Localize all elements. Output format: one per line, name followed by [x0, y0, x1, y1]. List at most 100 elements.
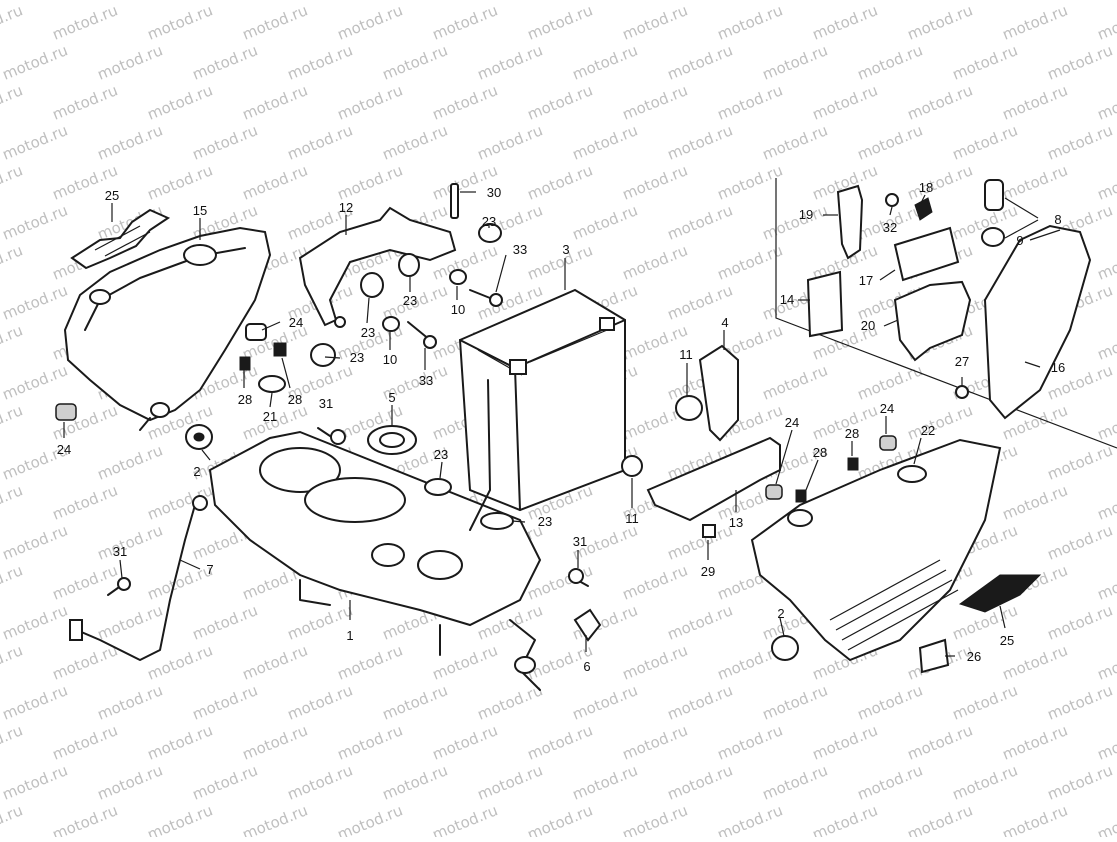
watermark-text: motod.ru — [95, 761, 166, 803]
callout-7: 7 — [206, 562, 213, 577]
part-12-battery-bracket — [298, 206, 457, 327]
callout-1: 1 — [346, 628, 353, 643]
watermark-text: motod.ru — [380, 121, 451, 163]
watermark-text: motod.ru — [475, 761, 546, 803]
callout-26: 26 — [967, 649, 981, 664]
callout-21: 21 — [263, 409, 277, 424]
watermark-text: motod.ru — [855, 121, 926, 163]
callout-18: 18 — [919, 180, 933, 195]
callout-24: 24 — [880, 401, 894, 416]
part-11-washer-a — [675, 395, 703, 421]
watermark-text: motod.ru — [810, 721, 881, 763]
watermark-text: motod.ru — [620, 81, 691, 123]
watermark-text: motod.ru — [95, 521, 166, 563]
watermark-text: motod.ru — [1045, 681, 1116, 723]
watermark-text: motod.ru — [760, 361, 831, 403]
watermark-text: motod.ru — [475, 681, 546, 723]
watermark-text: motod.ru — [1045, 121, 1116, 163]
watermark-text: motod.ru — [760, 201, 831, 243]
watermark-text: motod.ru — [715, 81, 786, 123]
watermark-text: motod.ru — [905, 1, 976, 43]
watermark-text: motod.ru — [1045, 521, 1116, 563]
watermark-text: motod.ru — [0, 401, 25, 443]
callout-28: 28 — [288, 392, 302, 407]
watermark-text: motod.ru — [335, 1, 406, 43]
watermark-text: motod.ru — [525, 721, 596, 763]
callout-25: 25 — [105, 188, 119, 203]
watermark-text: motod.ru — [620, 801, 691, 837]
callout-31: 31 — [319, 396, 333, 411]
watermark-text: motod.ru — [145, 561, 216, 603]
callout-17: 17 — [859, 273, 873, 288]
watermark-text: motod.ru — [0, 281, 70, 323]
watermark-text: motod.ru — [285, 601, 356, 643]
callout-19: 19 — [799, 207, 813, 222]
watermark-text: motod.ru — [1045, 41, 1116, 83]
callout-31: 31 — [113, 544, 127, 559]
part-28-clip-b — [273, 342, 287, 357]
part-16-panel-edge — [1029, 229, 1061, 241]
watermark-text: motod.ru — [620, 721, 691, 763]
watermark-text: motod.ru — [665, 201, 736, 243]
part-23-cushions — [310, 223, 514, 530]
watermark-text: motod.ru — [1000, 1, 1071, 43]
watermark-text: motod.ru — [1045, 441, 1116, 483]
part-27-screw — [955, 385, 969, 399]
watermark-text: motod.ru — [665, 681, 736, 723]
callout-9: 9 — [1016, 233, 1023, 248]
watermark-text: motod.ru — [1095, 241, 1117, 283]
watermark-text: motod.ru — [145, 641, 216, 683]
watermark-text: motod.ru — [95, 441, 166, 483]
watermark-text: motod.ru — [1095, 801, 1117, 837]
watermark-text: motod.ru — [50, 801, 121, 837]
part-13-stay — [646, 436, 781, 522]
watermark-text: motod.ru — [285, 761, 356, 803]
watermark-text: motod.ru — [950, 41, 1021, 83]
part-22-right-side-cover — [750, 438, 1002, 662]
watermark-text: motod.ru — [1095, 401, 1117, 443]
watermark-text: motod.ru — [190, 121, 261, 163]
callout-28: 28 — [238, 392, 252, 407]
callout-labels: 1 2 2 3 4 5 6 7 8 9 10 10 11 11 12 13 14… — [57, 180, 1065, 674]
watermark-text: motod.ru — [1000, 481, 1071, 523]
watermark-text: motod.ru — [570, 761, 641, 803]
callout-12: 12 — [339, 200, 353, 215]
part-1-tray-hole-c — [417, 550, 463, 580]
part-25-plate — [70, 208, 171, 270]
part-24-rubber-right-b — [879, 435, 897, 451]
watermark-text: motod.ru — [665, 41, 736, 83]
callout-23: 23 — [403, 293, 417, 308]
watermark-text: motod.ru — [285, 41, 356, 83]
part-18-clip — [914, 197, 933, 221]
watermark-text: motod.ru — [335, 721, 406, 763]
watermark-text: motod.ru — [190, 41, 261, 83]
watermark-text: motod.ru — [0, 161, 25, 203]
watermark-text: motod.ru — [855, 361, 926, 403]
watermark-text: motod.ru — [0, 241, 25, 283]
callout-10: 10 — [451, 302, 465, 317]
callout-23: 23 — [350, 350, 364, 365]
part-2-grommet-right — [771, 635, 799, 661]
part-17-fuse-box — [893, 226, 960, 282]
watermark-text: motod.ru — [1000, 801, 1071, 837]
watermark-text: motod.ru — [95, 121, 166, 163]
watermark-text: motod.ru — [525, 161, 596, 203]
part-24-rubber-left — [55, 323, 267, 421]
watermark-text: motod.ru — [0, 641, 25, 683]
watermark-text: motod.ru — [715, 241, 786, 283]
watermark-text: motod.ru — [50, 641, 121, 683]
part-15-left-side-cover — [63, 226, 272, 422]
part-16-panel — [983, 224, 1092, 420]
watermark-text: motod.ru — [665, 601, 736, 643]
watermark-text: motod.ru — [570, 121, 641, 163]
part-14-label — [806, 270, 844, 338]
part-25-plate-right — [958, 574, 1042, 613]
part-21-grommet — [258, 375, 286, 393]
watermark-text: motod.ru — [50, 721, 121, 763]
watermark-text: motod.ru — [0, 721, 25, 763]
watermark-text: motod.ru — [0, 321, 25, 363]
part-15-fastener — [150, 402, 170, 418]
callout-22: 22 — [921, 423, 935, 438]
watermark-text: motod.ru — [1045, 601, 1116, 643]
